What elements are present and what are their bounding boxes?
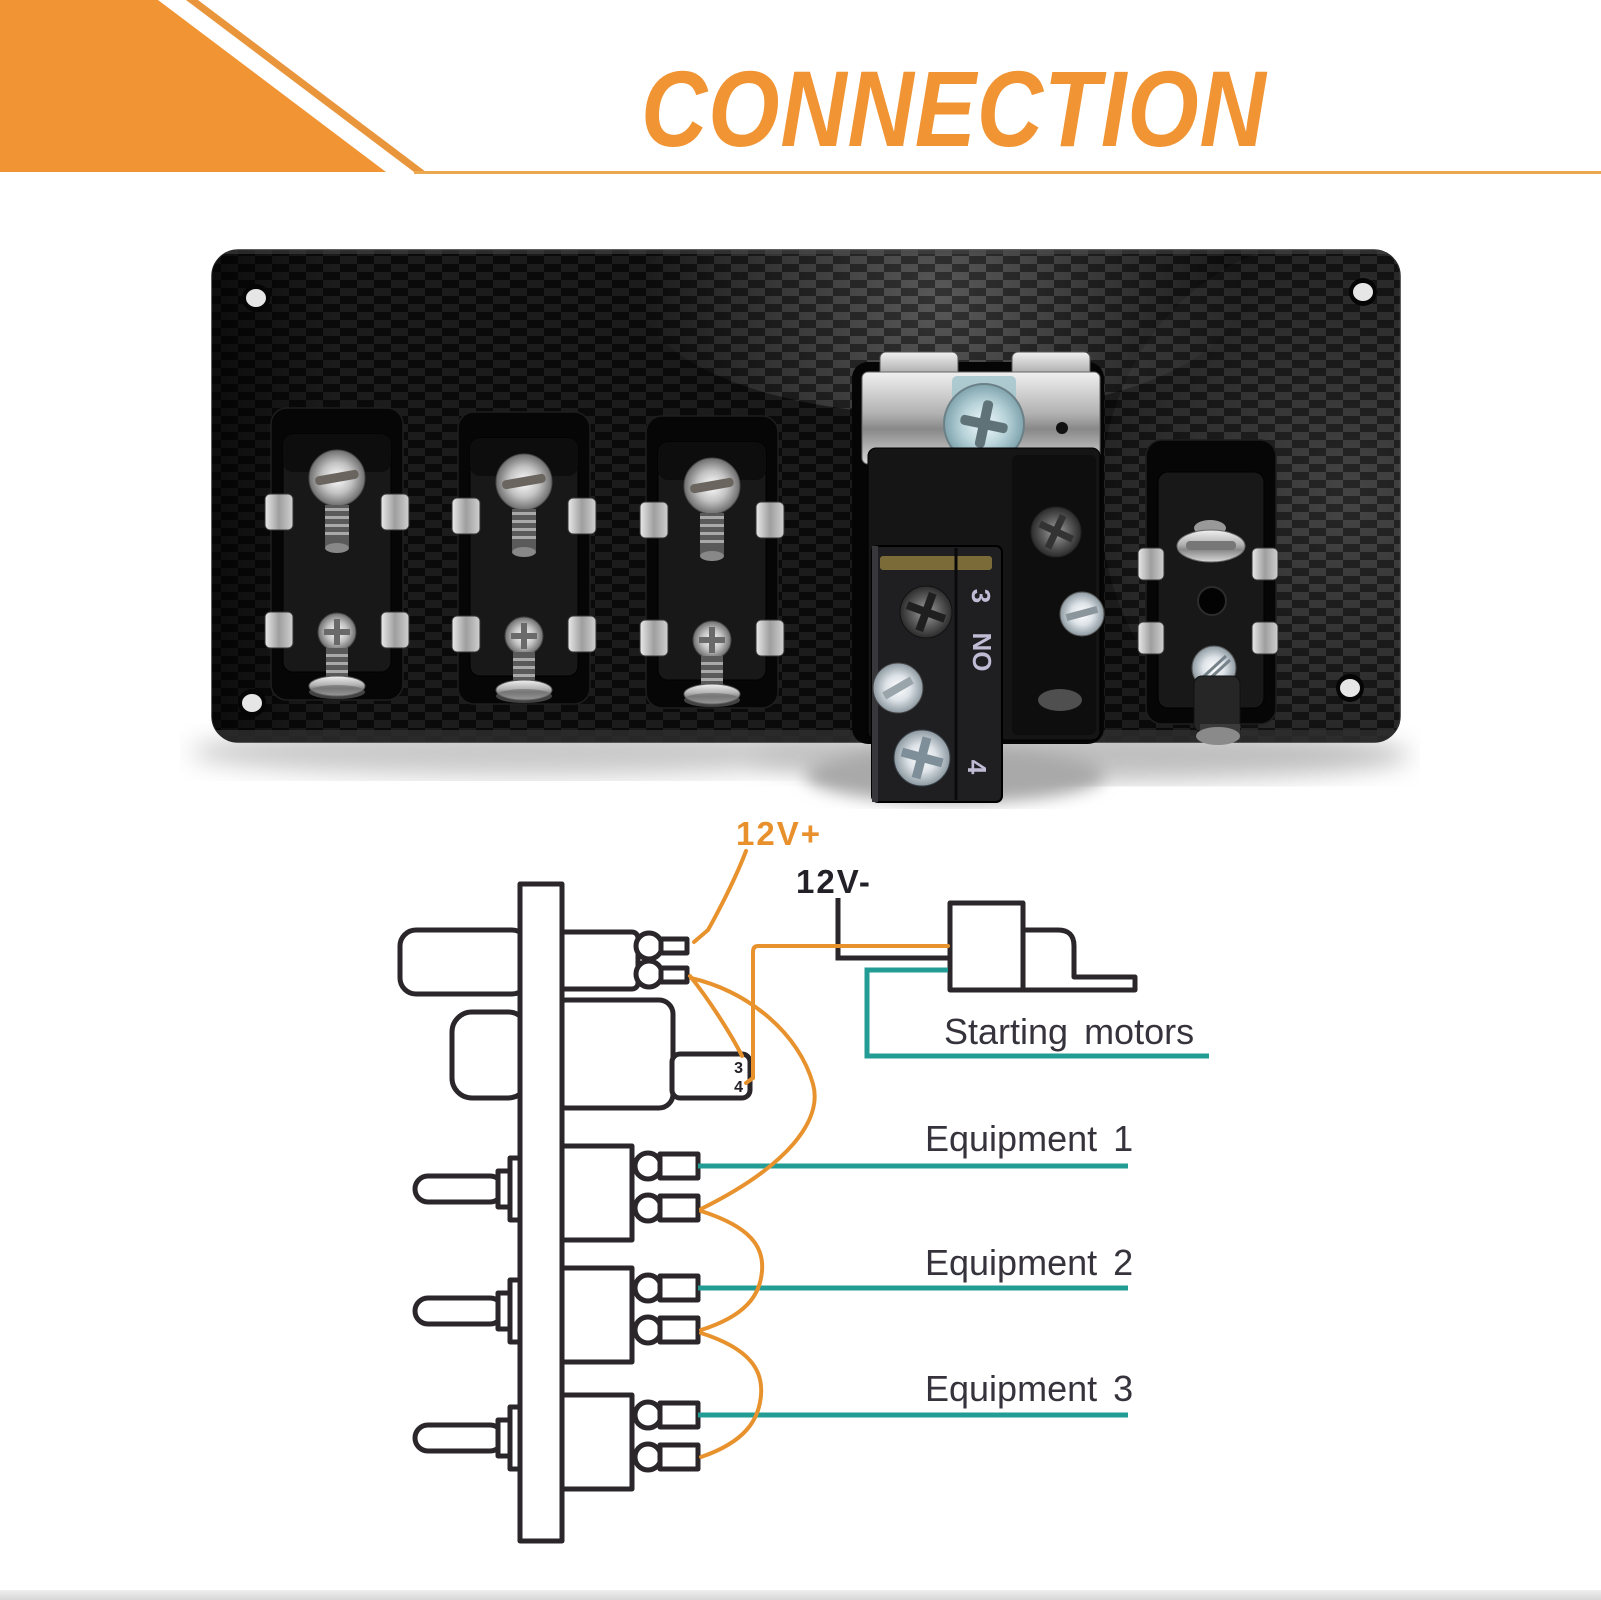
ignition-terminals bbox=[633, 930, 690, 990]
12v-positive-lead bbox=[692, 849, 748, 944]
positive-wires bbox=[688, 849, 950, 1459]
starting-motor-symbol bbox=[947, 900, 1138, 993]
block-marking-3: 3 bbox=[966, 588, 996, 604]
mounting-holes bbox=[238, 278, 1377, 717]
starter-button-module bbox=[852, 351, 1105, 803]
block-marking-no: NO bbox=[967, 632, 997, 672]
ignition-to-terminal3-wire bbox=[688, 974, 744, 1058]
no-contact-block bbox=[871, 545, 1003, 803]
label-equipment-1: Equipment 1 bbox=[925, 1118, 1134, 1159]
panel-bar bbox=[517, 881, 565, 1544]
negative-wire bbox=[835, 898, 948, 961]
toggle-switch-3 bbox=[412, 1392, 701, 1492]
header-corner-triangle bbox=[0, 0, 386, 172]
header-underline bbox=[414, 171, 1601, 174]
panel-back-photo bbox=[190, 249, 1410, 803]
starter-button-front bbox=[449, 1009, 531, 1101]
switch-module-3 bbox=[639, 415, 785, 709]
wiring-diagram bbox=[397, 849, 1209, 1544]
label-12v-positive: 12V+ bbox=[736, 815, 822, 852]
toggle-switch-1 bbox=[412, 1143, 701, 1243]
ignition-switch-body bbox=[549, 929, 641, 992]
header-diagonal-stripe bbox=[186, 0, 426, 172]
label-equipment-3: Equipment 3 bbox=[925, 1368, 1134, 1409]
label-starting-motors: Starting motors bbox=[944, 1011, 1195, 1052]
label-terminal-4: 4 bbox=[734, 1079, 743, 1096]
switch-module-5 bbox=[1137, 439, 1279, 745]
label-terminal-3: 3 bbox=[734, 1060, 743, 1077]
ignition-switch-front bbox=[397, 927, 531, 997]
jumper-arc-t2-to-t3 bbox=[699, 1331, 764, 1459]
switch-module-1 bbox=[264, 407, 410, 701]
jumper-arc-ignition-to-t1 bbox=[689, 976, 817, 1211]
starting-motors-wire bbox=[864, 967, 1209, 1059]
bottom-edge-band bbox=[0, 1590, 1601, 1600]
switch-module-2 bbox=[451, 411, 597, 705]
terminal4-to-motor-wire bbox=[744, 944, 950, 1085]
label-equipment-2: Equipment 2 bbox=[925, 1242, 1134, 1283]
header-banner bbox=[0, 0, 1601, 174]
label-12v-negative: 12V- bbox=[796, 863, 872, 900]
jumper-arc-t1-to-t2 bbox=[699, 1209, 765, 1332]
block-marking-4: 4 bbox=[962, 759, 992, 775]
starter-button-body bbox=[549, 997, 676, 1111]
starter-terminal-block bbox=[669, 1051, 753, 1101]
page-title: CONNECTION bbox=[641, 48, 1267, 169]
